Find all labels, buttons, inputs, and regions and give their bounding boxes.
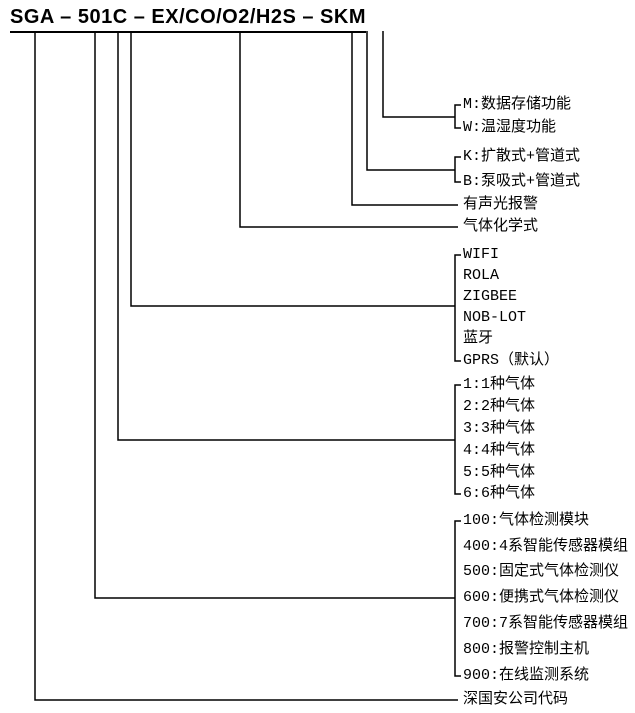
label-storage-m: M:数据存储功能 — [463, 96, 572, 113]
label-sampling-k: K:扩散式+管道式 — [463, 148, 581, 165]
label-series-500: 500:固定式气体检测仪 — [463, 563, 620, 580]
label-gas-count-5: 5:5种气体 — [463, 464, 536, 481]
label-alarm: 有声光报警 — [463, 196, 539, 213]
model-code-title: SGA – 501C – EX/CO/O2/H2S – SKM — [10, 6, 366, 33]
label-comm-bluetooth: 蓝牙 — [463, 330, 494, 347]
label-gas-count-2: 2:2种气体 — [463, 398, 536, 415]
label-storage-w: W:温湿度功能 — [463, 119, 557, 136]
label-series-800: 800:报警控制主机 — [463, 641, 590, 658]
label-gas-formula: 气体化学式 — [463, 218, 539, 235]
label-series-100: 100:气体检测模块 — [463, 512, 590, 529]
label-series-700: 700:7系智能传感器模组 — [463, 615, 629, 632]
label-series-400: 400:4系智能传感器模组 — [463, 538, 629, 555]
label-comm-wifi: WIFI — [463, 246, 500, 263]
label-sampling-b: B:泵吸式+管道式 — [463, 173, 581, 190]
label-comm-rola: ROLA — [463, 267, 500, 284]
label-gas-count-6: 6:6种气体 — [463, 485, 536, 502]
label-comm-zigbee: ZIGBEE — [463, 288, 518, 305]
label-comm-gprs: GPRS（默认） — [463, 352, 560, 369]
label-series-900: 900:在线监测系统 — [463, 667, 590, 684]
label-comm-noblot: NOB-LOT — [463, 309, 527, 326]
label-series-600: 600:便携式气体检测仪 — [463, 589, 620, 606]
group-brackets — [454, 104, 461, 677]
label-company-code: 深国安公司代码 — [463, 691, 569, 708]
label-gas-count-1: 1:1种气体 — [463, 376, 536, 393]
label-gas-count-3: 3:3种气体 — [463, 420, 536, 437]
code-drop-lines — [34, 31, 458, 701]
label-gas-count-4: 4:4种气体 — [463, 442, 536, 459]
